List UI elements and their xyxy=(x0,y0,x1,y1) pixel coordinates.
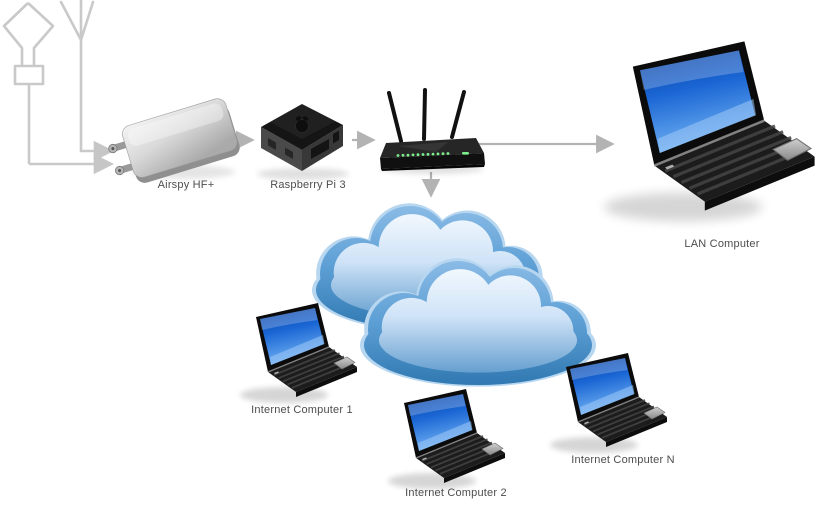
wifi-router-icon xyxy=(380,88,485,174)
lan-computer-label: LAN Computer xyxy=(684,238,760,250)
dipole-antenna-icon xyxy=(59,0,95,153)
internet-computer-n-label: Internet Computer N xyxy=(571,454,675,466)
loop-antenna-icon xyxy=(2,2,55,164)
cloud-icon xyxy=(312,203,596,387)
internet-computer-1-label: Internet Computer 1 xyxy=(251,404,353,416)
laptop-icon-internet-n xyxy=(550,353,667,453)
raspberry-pi-label: Raspberry Pi 3 xyxy=(270,179,346,191)
sdr-receiver-icon xyxy=(108,98,240,183)
internet-computer-2-label: Internet Computer 2 xyxy=(405,487,507,499)
laptop-icon-internet-1 xyxy=(240,303,357,403)
airspy-label: Airspy HF+ xyxy=(157,179,215,191)
laptop-icon-internet-2 xyxy=(388,389,505,489)
raspberry-pi-icon xyxy=(257,104,349,180)
laptop-icon-lan xyxy=(604,41,815,221)
